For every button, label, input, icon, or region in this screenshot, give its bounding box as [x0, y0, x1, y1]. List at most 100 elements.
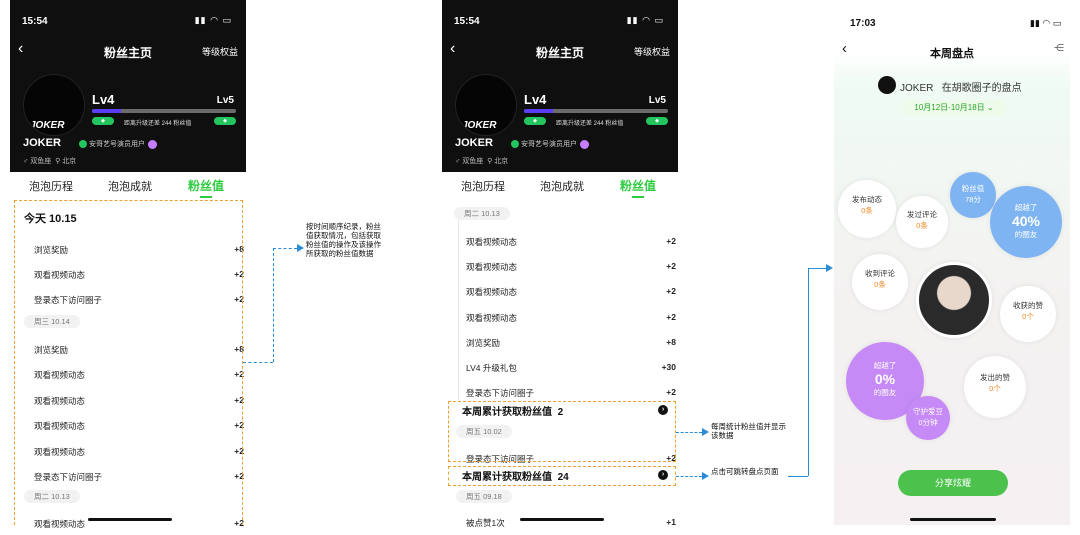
bubble-suffix: 的圈友: [873, 388, 897, 397]
item-label: LV4 升级礼包: [466, 363, 517, 373]
chevron-right-icon[interactable]: ›: [658, 405, 668, 415]
avatar-text: JOKER: [30, 120, 65, 131]
item-label: 登录态下访问圈子: [466, 454, 535, 464]
week-summary-1[interactable]: 本周累计获取粉丝值 2 ›: [462, 403, 672, 419]
bubble-label: 超越了: [1014, 203, 1038, 212]
back-icon[interactable]: ‹: [450, 40, 456, 57]
location-icon: ⚲: [55, 158, 61, 165]
avatar: [878, 76, 896, 94]
highlight-box-summary: [448, 466, 676, 486]
bubble-label: 粉丝值: [961, 184, 985, 193]
bubble-value: 78分: [965, 195, 981, 204]
next-level: Lv5: [648, 95, 666, 106]
item-value: +2: [666, 311, 676, 322]
item-value: +2: [234, 420, 244, 431]
chevron-down-icon: ⌄: [986, 103, 994, 112]
status-icons: ▮▮ ◠ ▭: [626, 15, 664, 25]
tab-bubble-achievements[interactable]: 泡泡成就: [108, 181, 152, 193]
list-item: 登录态下访问圈子+2: [34, 463, 244, 488]
bubble-label: 守护爱豆: [913, 407, 943, 416]
list-item: 观看视频动态+2: [34, 510, 244, 535]
tag-constellation: 双鱼座: [30, 158, 52, 165]
share-icon[interactable]: ⋲: [1054, 43, 1064, 54]
current-level: Lv4: [92, 92, 115, 107]
back-icon[interactable]: ‹: [18, 40, 24, 57]
arrow-head: [702, 472, 709, 480]
connector-line: [243, 362, 273, 363]
progress-text: 距离升级还差 244 粉丝值: [124, 121, 192, 127]
item-label: 观看视频动态: [466, 287, 518, 298]
medal-icon: [580, 139, 589, 149]
list-item: 登录态下访问圈子+2: [466, 445, 676, 470]
item-label: 被点赞1次: [466, 518, 505, 528]
item-value: +2: [666, 387, 676, 398]
bubble-fan-value: 粉丝值 78分: [950, 172, 996, 218]
back-icon[interactable]: ‹: [842, 40, 847, 57]
status-icons: ▮▮ ◠ ▭: [1030, 18, 1062, 28]
bubble-label: 发过评论: [907, 210, 937, 219]
list-item: LV4 升级礼包+30: [466, 354, 676, 379]
avatar[interactable]: JOKER: [23, 74, 85, 136]
bubble-value: 0个: [1022, 312, 1034, 321]
next-level-badge: ◆: [646, 117, 668, 125]
level-progress-fill: [524, 109, 553, 113]
list-item: 观看视频动态 +2: [466, 278, 676, 303]
tag-location: 北京: [62, 158, 77, 165]
item-label: 登录态下访问圈子: [466, 388, 535, 399]
today-label: 今天 10.15: [24, 213, 77, 225]
tab-fan-value[interactable]: 粉丝值: [620, 179, 657, 193]
item-label: 观看视频动态: [34, 395, 86, 406]
list-item: 观看视频动态+2: [34, 438, 244, 463]
item-value: +2: [234, 294, 244, 304]
bubble-label: 收到评论: [865, 269, 895, 278]
item-value: +8: [234, 344, 244, 354]
tab-fan-value[interactable]: 粉丝值: [188, 179, 225, 193]
item-label: 观看视频动态: [34, 446, 86, 457]
home-indicator: [88, 518, 172, 521]
item-value: +2: [666, 236, 676, 246]
tab-bubble-history[interactable]: 泡泡历程: [461, 181, 505, 193]
date-header: 周二 10.13: [24, 490, 80, 503]
arrow-head: [297, 244, 304, 252]
tab-bubble-achievements[interactable]: 泡泡成就: [540, 181, 584, 193]
date-range-selector[interactable]: 10月12日-10月18日 ⌄: [902, 100, 1006, 116]
home-indicator: [910, 518, 996, 521]
item-value: +2: [234, 394, 244, 405]
tag-location: 北京: [494, 158, 509, 165]
item-label: 登录态下访问圈子: [34, 295, 103, 305]
connector-line: [676, 476, 702, 477]
date-header: 周五 10.02: [456, 425, 512, 438]
arrow-head: [702, 428, 709, 436]
list-item: 观看视频动态+2: [34, 412, 244, 437]
connector-line: [273, 248, 297, 249]
summary-username: JOKER: [900, 83, 934, 94]
list-item: 观看视频动态+2: [466, 253, 676, 278]
summary-user-line: JOKER 在胡歌圈子的盘点: [900, 79, 1022, 94]
list-item: 观看视频动态 +2: [34, 387, 244, 412]
level-rights-link[interactable]: 等级权益: [201, 47, 238, 57]
location-icon: ⚲: [487, 158, 493, 165]
bubble-guard-idol: 守护爱豆 0分钟: [906, 396, 950, 440]
list-item: 观看视频动态+2: [466, 304, 676, 329]
item-label: 浏览奖励: [34, 245, 69, 255]
level-rights-link[interactable]: 等级权益: [633, 47, 670, 57]
list-item: 浏览奖励+8: [34, 236, 244, 261]
item-label: 浏览奖励: [466, 337, 501, 348]
tab-bubble-history[interactable]: 泡泡历程: [29, 181, 73, 193]
page-title: 粉丝主页: [103, 46, 152, 60]
verified-line: 安哥艺号演员用户: [79, 139, 157, 149]
level-progress-bar: [92, 109, 236, 113]
avatar[interactable]: JOKER: [455, 74, 517, 136]
list-item: 登录态下访问圈子 +2: [34, 286, 244, 311]
item-value: +2: [666, 286, 676, 297]
chevron-right-icon[interactable]: ›: [658, 470, 668, 480]
share-button[interactable]: 分享炫耀: [898, 470, 1008, 496]
item-label: 浏览奖励: [34, 345, 69, 355]
annotation-note-2: 每周统计粉丝值并显示该数据: [711, 422, 786, 440]
profile-header: 15:54 ▮▮ ◠ ▭ ‹ 粉丝主页 等级权益 JOKER Lv4 Lv5 ◆…: [10, 0, 246, 172]
active-tab-indicator: [200, 196, 212, 198]
bubble-value: 0分钟: [918, 418, 938, 427]
week-summary-2[interactable]: 本周累计获取粉丝值 24 ›: [462, 468, 672, 484]
